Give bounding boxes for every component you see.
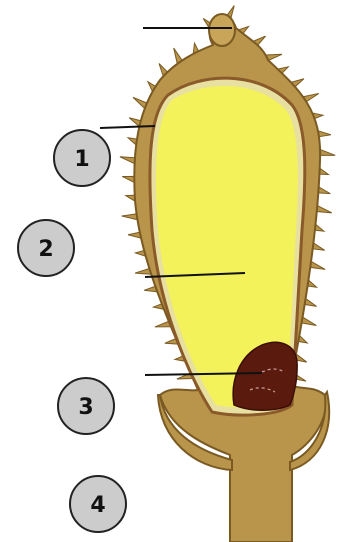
marker-label-4: 4 (90, 493, 105, 518)
husk-hair (318, 131, 331, 137)
husk-tip (209, 14, 235, 46)
marker-badge-3: 3 (58, 378, 114, 434)
husk-hair (122, 214, 138, 220)
marker-label-3: 3 (78, 395, 93, 420)
husk-hair (317, 206, 332, 213)
husk-hair (305, 299, 317, 307)
marker-badge-4: 4 (70, 476, 126, 532)
husk-hair (126, 195, 135, 201)
husk-hair (318, 187, 330, 194)
marker-label-1: 1 (74, 147, 89, 172)
husk-hair (122, 176, 134, 182)
husk-hair (313, 243, 325, 250)
husk-hair (320, 149, 335, 155)
husk-hair (120, 157, 135, 164)
husk-hair (302, 317, 317, 325)
husk-hair (310, 261, 325, 269)
marker-badge-1: 1 (54, 130, 110, 186)
marker-label-2: 2 (38, 237, 53, 262)
husk-hair (319, 168, 328, 174)
marker-badge-2: 2 (18, 220, 74, 276)
